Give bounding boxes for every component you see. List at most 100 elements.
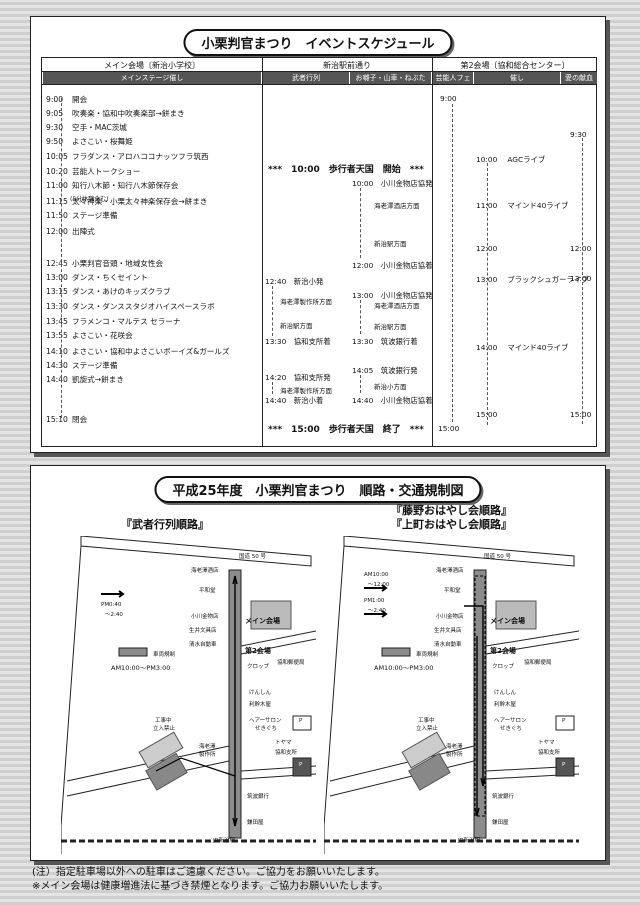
shimizu-auto-right: 清水自動車 [434, 642, 462, 648]
main-event-time: 10:05 [46, 152, 68, 161]
kyowa-shisho-label: 協和支所 [275, 750, 298, 756]
ikui-store: 生井文具店 [189, 628, 217, 634]
ebisawa-saketen-right: 海老澤酒店 [436, 568, 464, 574]
ohayashi-f: 14:40 小川金物店協着 [352, 396, 433, 405]
kariharu-label: 利幹木屋 [249, 702, 272, 708]
legend-time-right: AM10:00～PM3:00 [374, 664, 434, 672]
ohayashi-a-route2: 新治駅方面 [374, 240, 407, 248]
construction-label: 工事中 [155, 718, 172, 724]
hirasei-right: 平和堂 [444, 588, 461, 594]
moyoshi-time: 14:00 [476, 343, 498, 352]
main-event-label: 芸能人トークショー [72, 167, 141, 176]
ohayashi-b: 12:00 小川金物店協着 [352, 261, 433, 270]
map-drawing [61, 536, 316, 854]
ebisawa-seisaku-2: 製作所 [199, 752, 216, 758]
main-event-label: ステージ準備 [72, 361, 118, 370]
main-event-time: 14:40 [46, 375, 68, 384]
kamatana-label: 鎌田屋 [247, 820, 264, 826]
ohayashi-c: 13:00 小川金物店協発 [352, 291, 433, 300]
ohayashi-c-route2: 新治駅方面 [374, 323, 407, 331]
blood-donation-time: 15:00 [570, 410, 592, 419]
sub-ohayashi: お囃子・山車・ねぶた [350, 72, 431, 84]
schedule-title: 小栗判官まつり イベントスケジュール [183, 29, 453, 56]
kariharu-label-right: 利幹木屋 [494, 702, 517, 708]
ohayashi-e-route: 新治小方面 [374, 383, 407, 391]
musha-route-map: 国道 50 号 海老澤酒店 平和堂 小川金物店 生井文具店 清水自動車 メイン会… [61, 536, 316, 854]
main-event-label: よさこい・花咲会 [72, 331, 133, 340]
hair-salon-label-2-right: せきぐち [500, 726, 523, 732]
map-drawing-right [324, 536, 579, 854]
main-event-label: 太々神楽・小栗太々神楽保存会→餅まき [72, 197, 208, 206]
tomaru-label: トヤマ [275, 740, 292, 746]
musha-a-route1: 海老澤製作所方面 [280, 298, 332, 306]
venue-second: 第2会場〔協和総合センター〕 [460, 61, 570, 70]
kenshin-label-right: けんしん [494, 690, 517, 696]
second-venue-label: 第2会場 [245, 647, 271, 655]
ohayashi-e: 14:05 筑波銀行発 [352, 366, 418, 375]
main-venue-label: メイン会場 [245, 617, 280, 625]
ohayashi-d: 13:30 筑波銀行着 [352, 337, 418, 346]
main-event-time: 12:45 [46, 259, 68, 268]
road-label-right: 国道 50 号 [484, 554, 511, 560]
main-event-time: 13:45 [46, 317, 68, 326]
sub-main-stage: メインステージ催し [43, 72, 261, 84]
jr-station-label-right: JR新治駅 [458, 838, 480, 844]
main-event-time: 9:05 [46, 109, 64, 118]
map-panel: 平成25年度 小栗判官まつり 順路・交通規制図 『武者行列順路』 『藤野おはやし… [30, 465, 606, 861]
main-event-time: 11:15 [46, 197, 68, 206]
ohayashi-c-route1: 海老澤酒店方面 [374, 302, 420, 310]
main-event-label: 凱旋式→餅まき [72, 375, 124, 384]
musha-a: 12:40 新治小発 [265, 277, 324, 286]
sub-musha: 武者行列 [263, 72, 349, 84]
sub-ai: 愛の献血 [561, 72, 597, 84]
right-time-a1: AM10:00 [364, 572, 389, 578]
hokosha-open: *** 10:00 歩行者天国 開始 *** [268, 165, 424, 175]
legend-label-right: 車両規制 [416, 652, 439, 658]
schedule-table: メイン会場〔新治小学校〕 新治駅前通り 第2会場〔協和総合センター〕 メインステ… [41, 57, 597, 447]
legend-label: 車両規制 [153, 652, 176, 658]
musha-a-route2: 新治駅方面 [280, 322, 313, 330]
main-event-time: 12:00 [46, 227, 68, 236]
schedule-panel: 小栗判官まつり イベントスケジュール メイン会場〔新治小学校〕 新治駅前通り 第… [30, 16, 606, 453]
right-time-a2: ～12:00 [368, 582, 390, 588]
ohayashi-a: 10:00 小川金物店協発 [352, 179, 433, 188]
left-map-title: 『武者行列順路』 [121, 518, 209, 531]
footer-notes: (注）指定駐車場以外への駐車はご遠慮ください。ご協力をお願いいたします。 ※メイ… [32, 866, 388, 894]
legend-time: AM10:00～PM3:00 [111, 664, 171, 672]
ogawa-store-right: 小川金物店 [436, 614, 464, 620]
moyoshi-time: 10:00 [476, 155, 498, 164]
moyoshi-time: 12:00 [476, 244, 498, 253]
tsukuba-bank-label: 筑波銀行 [247, 794, 270, 800]
main-event-item: 13:45 フラメンコ・マルテス セラーナ [46, 316, 181, 327]
hair-salon-label: ヘアーサロン [249, 718, 282, 724]
ohayashi-route-map: 国道 50 号 海老澤酒店 平和堂 小川金物店 生井文具店 清水自動車 メイン会… [324, 536, 579, 854]
sub-geino: 芸能人フェア [433, 72, 473, 94]
construction-label-right: 工事中 [418, 718, 435, 724]
main-event-label: ダンス・ダンススタジオハイスペースラボ [72, 302, 215, 311]
ikui-store-right: 生井文具店 [434, 628, 462, 634]
main-event-time: 10:20 [46, 167, 68, 176]
moyoshi-time: 13:00 [476, 275, 498, 284]
main-event-time: 13:00 [46, 273, 68, 282]
main-event-item: 14:40 凱旋式→餅まき [46, 374, 124, 385]
musha-b: 13:30 協和支所着 [265, 337, 331, 346]
main-venue-label-right: メイン会場 [490, 617, 525, 625]
right-map-title-2: 『上町おはやし会順路』 [391, 518, 512, 531]
geino-start: 9:00 [440, 94, 457, 103]
kyowa-post-label: 協和郵便局 [277, 660, 305, 666]
blood-donation-time: 12:00 [570, 244, 592, 253]
right-time-b1: PM1:00 [364, 598, 385, 604]
main-event-label: フラメンコ・マルテス セラーナ [72, 317, 181, 326]
main-event-label: よさこい・協和中よさこいボーイズ&ガールズ [72, 347, 230, 356]
note-line-1: (注）指定駐車場以外への駐車はご遠慮ください。ご協力をお願いいたします。 [32, 867, 385, 878]
moyoshi-label: ブラックシュガーライブ [507, 275, 589, 284]
